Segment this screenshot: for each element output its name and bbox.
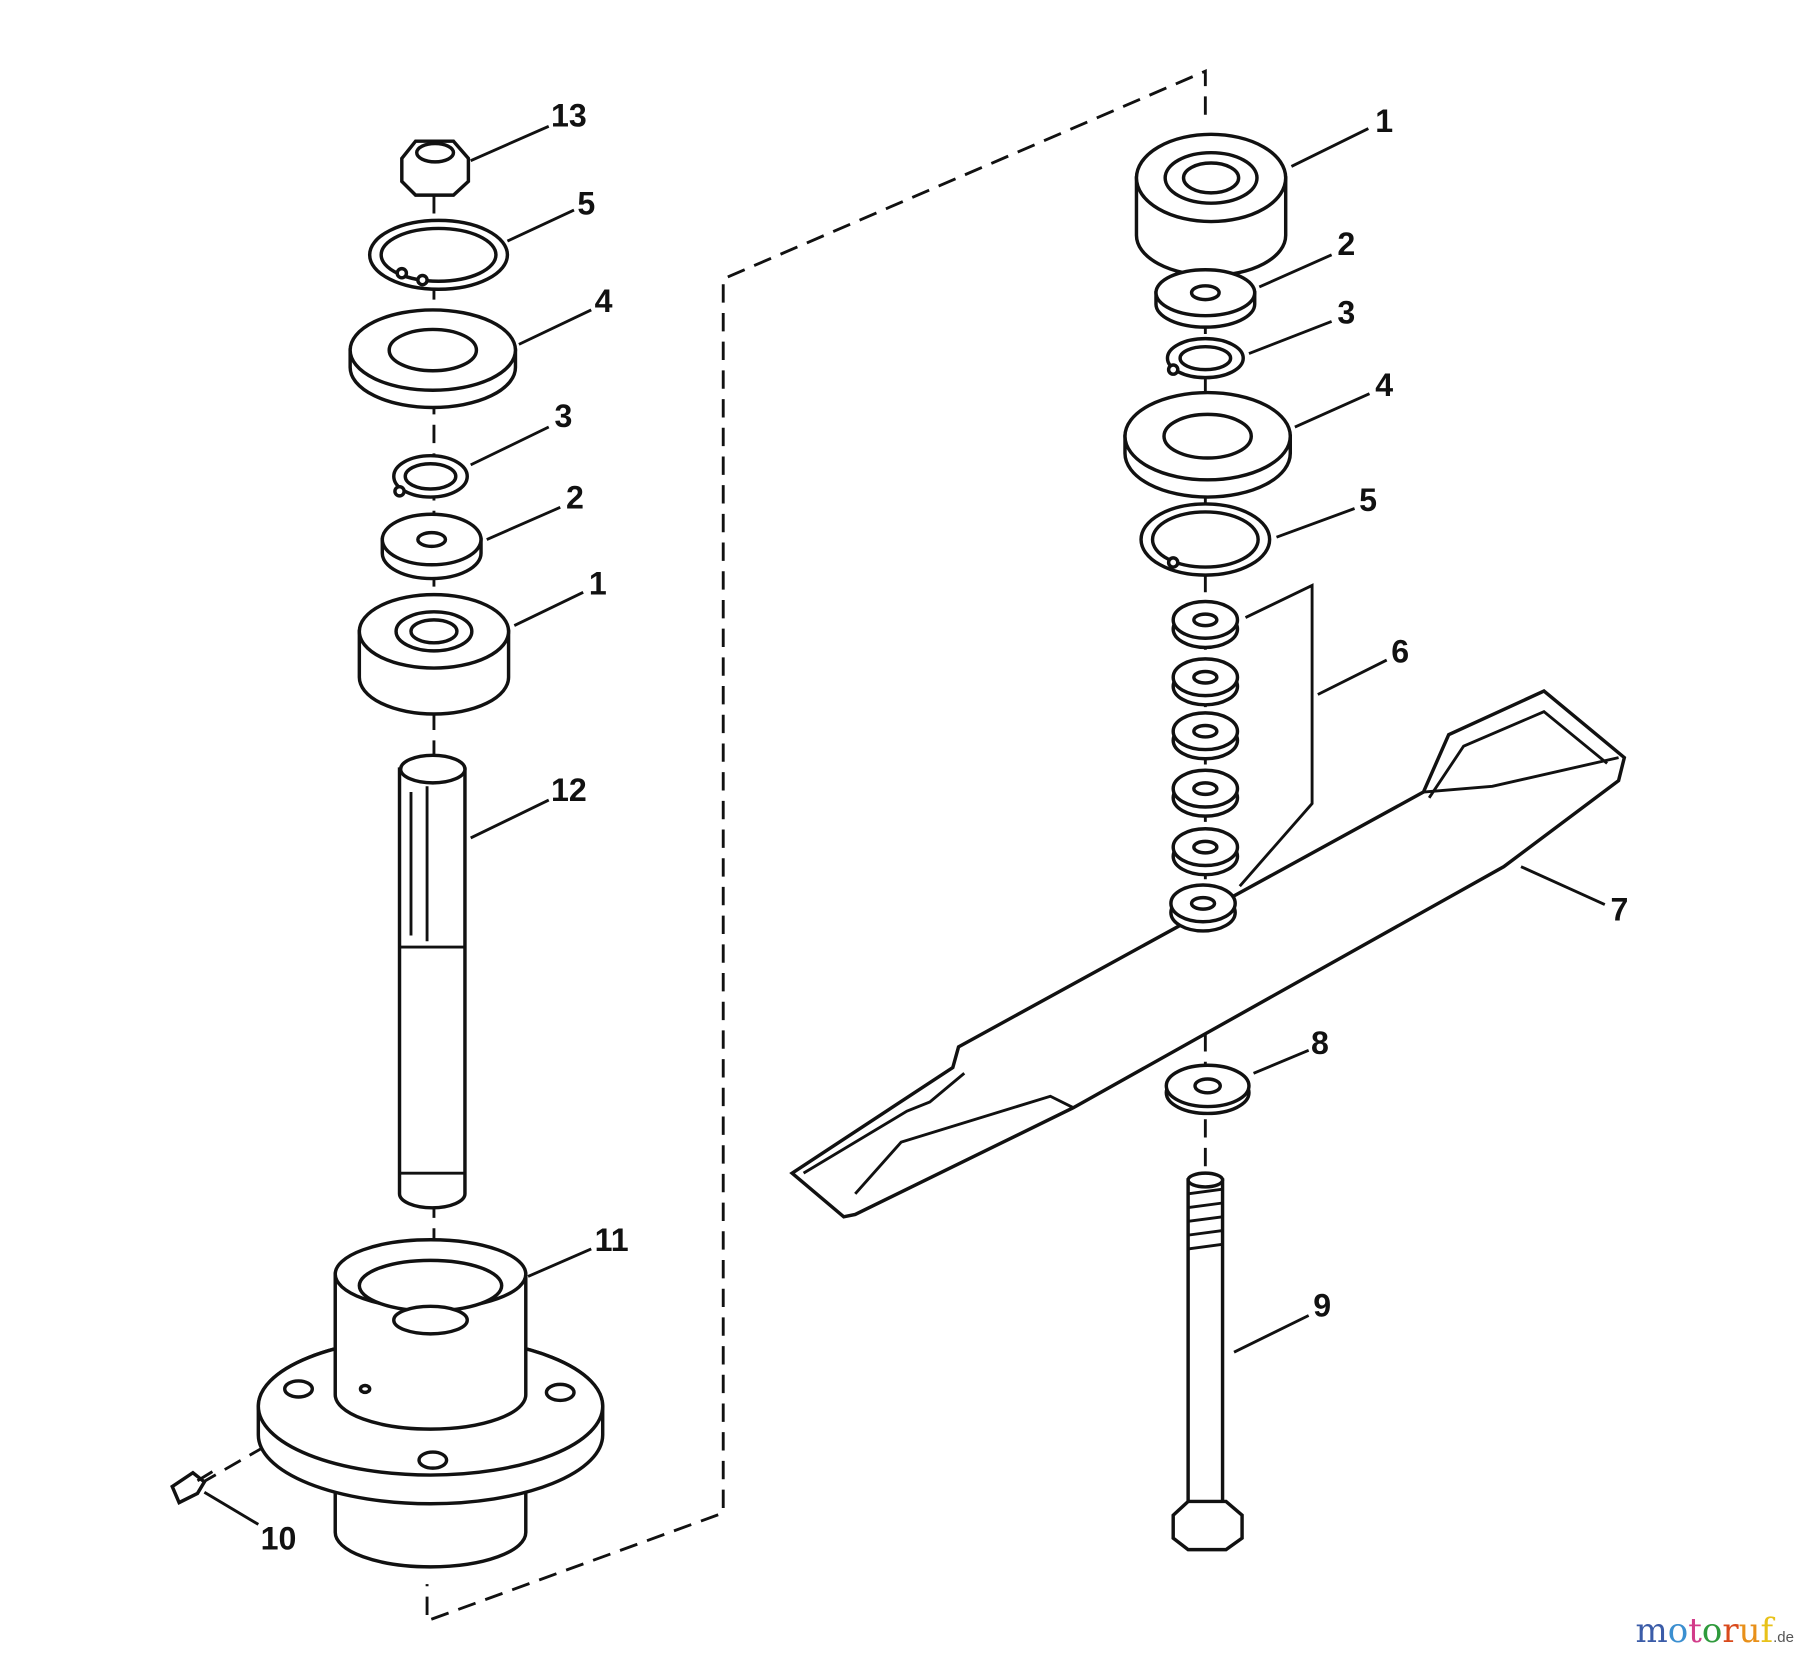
left-grease-fitting bbox=[170, 1470, 214, 1505]
callout-5: 5 bbox=[577, 186, 595, 222]
left-bearing bbox=[357, 592, 511, 716]
callout-7: 7 bbox=[1611, 892, 1629, 928]
left-snap-ring bbox=[367, 218, 510, 291]
right-bearing bbox=[1134, 132, 1288, 278]
right-bolt bbox=[1171, 1171, 1244, 1552]
callout-1: 1 bbox=[589, 566, 607, 602]
right-washer-4 bbox=[1123, 390, 1293, 499]
right-washer-2 bbox=[1154, 268, 1257, 329]
left-spindle-shaft bbox=[397, 753, 467, 1210]
right-spacers bbox=[1171, 599, 1240, 970]
watermark-tld: .de bbox=[1773, 1629, 1794, 1646]
callout-2: 2 bbox=[1337, 226, 1355, 262]
right-retaining-ring bbox=[1165, 336, 1245, 380]
left-retaining-ring bbox=[392, 453, 469, 499]
callout-11: 11 bbox=[595, 1222, 629, 1258]
right-snap-ring bbox=[1139, 502, 1272, 577]
left-washer-2 bbox=[380, 512, 483, 581]
callout-9: 9 bbox=[1313, 1288, 1331, 1324]
left-washer-4 bbox=[348, 308, 518, 410]
right-blade bbox=[789, 689, 1627, 1219]
callout-3: 3 bbox=[1337, 295, 1355, 331]
left-hub-housing bbox=[256, 1238, 605, 1569]
callout-8: 8 bbox=[1311, 1025, 1329, 1061]
callout-3: 3 bbox=[554, 398, 572, 434]
callout-4: 4 bbox=[1375, 367, 1393, 403]
right-callouts: 1 2 3 4 5 6 7 8 9 bbox=[1311, 103, 1628, 1324]
callout-13: 13 bbox=[551, 97, 587, 133]
leader-lines bbox=[203, 124, 1606, 1526]
callout-2: 2 bbox=[566, 480, 584, 516]
left-lock-nut bbox=[400, 139, 471, 197]
callout-5: 5 bbox=[1359, 482, 1377, 518]
callout-1: 1 bbox=[1375, 103, 1393, 139]
callout-10: 10 bbox=[261, 1521, 297, 1557]
callout-4: 4 bbox=[595, 283, 613, 319]
watermark-brand: motoruf bbox=[1635, 1611, 1774, 1651]
callout-12: 12 bbox=[551, 772, 587, 808]
right-spacer-stack-bottom bbox=[1169, 883, 1237, 933]
left-callouts: 13 5 4 3 2 1 12 11 10 bbox=[261, 97, 629, 1556]
callout-6: 6 bbox=[1391, 633, 1409, 669]
right-washer-8 bbox=[1164, 1063, 1251, 1116]
motoruf-watermark: motoruf.de bbox=[1635, 1611, 1794, 1651]
